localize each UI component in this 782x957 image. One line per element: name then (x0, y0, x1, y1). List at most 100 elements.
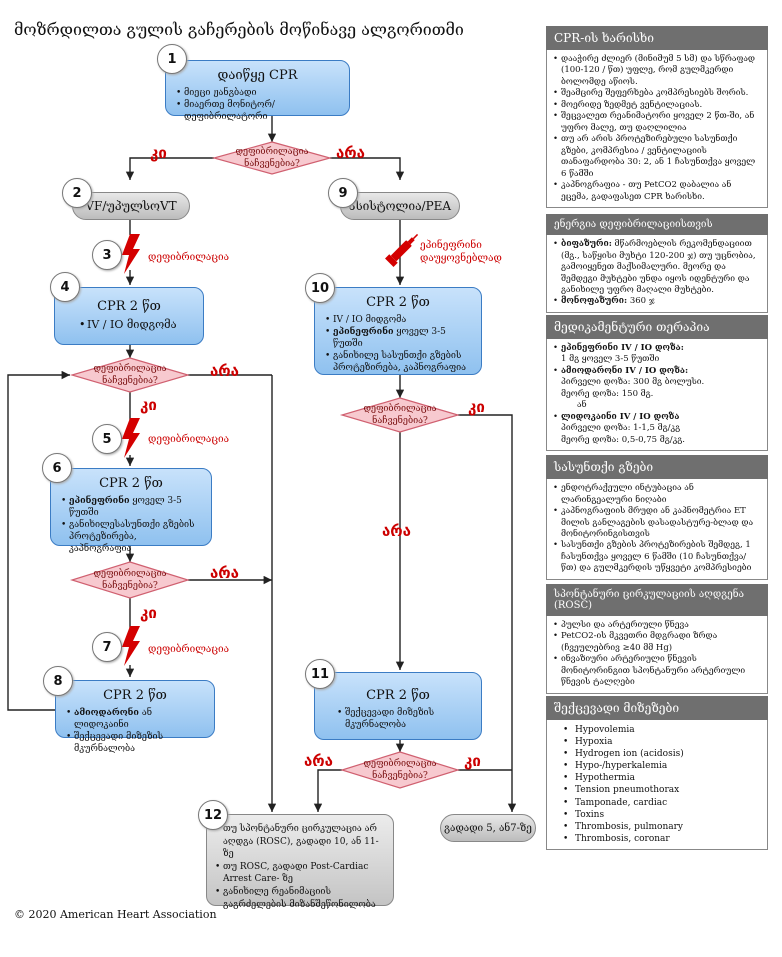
rosc-item: PetCO2-ის მკვეთრი მდგრადი ზრდა (ჩვეულებრ… (553, 631, 761, 654)
question-1: დეფიბრილაცია ნაჩვენებია? (235, 147, 309, 169)
energy-header: ენერგია დეფიბრილაციისთვის (546, 214, 768, 236)
q3-yes-label: კი (140, 604, 157, 622)
step-9-asystole: ასისტოლია/PEA (340, 192, 460, 220)
question-5: დეფიბრილაცია ნაჩვენებია? (363, 759, 437, 781)
airway-body: ენდოტრაქეული ინტუბაცია ან ლარინგეალური ნ… (546, 479, 768, 580)
step-number-1: 1 (157, 44, 187, 74)
q1-no-label: არა (336, 144, 365, 162)
arrow-q1-yes (125, 157, 214, 180)
cause-item: Toxins (553, 809, 761, 821)
step-1-box: დაიწყე CPR მიეცი ჟანგბადი მიაერთე მონიტო… (165, 60, 350, 122)
rosc-header: სპონტანური ცირკულაციის აღდგენა (ROSC) (546, 583, 768, 616)
step-11-box: CPR 2 წთ შექცევადი მიზეზის მკურნალობა (314, 672, 482, 740)
q2-no-label: არა (210, 362, 239, 380)
cause-item: Thrombosis, pulmonary (553, 821, 761, 833)
rosc-item: პულსი და არტერიული წნევა (553, 620, 761, 632)
page-title: მოზრდილთა გულის გაჩერების მოწინავე ალგორ… (14, 20, 464, 39)
cpr-quality-item: შეამცირე შეფერხება კომპრესიებს შორის. (553, 88, 761, 100)
step-12-item: განიხილე რეანიმაციის გაგრძელების მიზანშე… (215, 886, 385, 911)
step-number-4: 4 (50, 272, 80, 302)
step-number-12: 12 (198, 800, 228, 830)
step-number-9: 9 (328, 178, 358, 208)
drug-amio-text-2: მეორე დოზა: 150 მგ. (561, 388, 654, 399)
energy-monophasic-label: მონოფაზური: (561, 296, 628, 307)
diamond-q5 (339, 751, 461, 789)
cpr-quality-item: შეცვალეთ რეანიმატორი ყოველ 2 წთ-ში, ან უ… (553, 111, 761, 134)
step-8-item: შექცევადი მიზეზის მკურნალობა (66, 731, 204, 755)
copyright: © 2020 American Heart Association (14, 908, 217, 921)
step-1-item: მიაერთე მონიტორ/დეფიბრილატორი (176, 99, 339, 123)
rosc-body: პულსი და არტერიული წნევა PetCO2-ის მკვეთ… (546, 615, 768, 694)
drug-amio: ამიოდარონი IV / IO დოზა:პირველი დოზა: 30… (553, 366, 761, 412)
step-8-item-amio: ამიოდარონი ან ლიდოკაინი (66, 707, 204, 731)
energy-monophasic: მონოფაზური: 360 ჯ (553, 296, 761, 308)
airway-item: კაპნოგრაფიის მრუდი ან კაპნომეტრია ET მილ… (553, 506, 761, 540)
drug-epi-label: ეპინეფრინი IV / IO დოზა: (561, 342, 684, 353)
q5-yes-label: კი (464, 752, 481, 770)
step-1-title: დაიწყე CPR (217, 68, 298, 83)
step-number-10: 10 (305, 273, 335, 303)
cpr-quality-item: თუ არ არის პროტეზირებული სასუნთქი გზები,… (553, 134, 761, 180)
question-4: დეფიბრილაცია ნაჩვენებია? (363, 404, 437, 426)
cause-item: Hydrogen ion (acidosis) (553, 748, 761, 760)
arrow-q1-no (330, 157, 405, 180)
lightning-bolt-icon (122, 418, 140, 458)
causes-body: Hypovolemia Hypoxia Hydrogen ion (acidos… (546, 719, 768, 851)
step-10-item: განიხილე სასუნთქი გზების პროტეზირება, კა… (325, 350, 471, 374)
q4-no-label: არა (382, 522, 411, 540)
step-12-box: თუ სპონტანური ცირკულაცია არ აღდგა (ROSC)… (206, 814, 394, 910)
diamond-q3 (69, 561, 191, 599)
drug-header: მედიკამენტური თერაპია (546, 314, 768, 339)
step-number-2: 2 (62, 178, 92, 208)
drug-amio-text-1: პირველი დოზა: 300 მგ ბოლუსი. (561, 377, 705, 388)
q3-no-label: არა (210, 564, 239, 582)
causes-header: შექცევადი მიზეზები (546, 695, 768, 720)
step-number-8: 8 (43, 666, 73, 696)
step-12-item: თუ ROSC, გადადი Post-Cardiac Arrest Care… (215, 861, 385, 886)
step-7-label: დეფიბრილაცია (148, 644, 230, 655)
cause-item: Hypovolemia (553, 724, 761, 736)
airway-header: სასუნთქი გზები (546, 455, 768, 480)
question-2: დეფიბრილაცია ნაჩვენებია? (93, 364, 167, 386)
diamond-q1 (211, 141, 333, 175)
step-10-item-epi: ეპინეფრინი ყოველ 3-5 წუთში (325, 326, 471, 350)
step-3-label: დეფიბრილაცია (148, 252, 230, 263)
step-10-title: CPR 2 წთ (366, 295, 430, 310)
syringe-icon (385, 233, 419, 267)
lightning-bolt-icon (122, 234, 140, 274)
step-4-box: CPR 2 წთ IV / IO მიდგომა (54, 287, 204, 345)
step-8-title: CPR 2 წთ (103, 688, 167, 703)
step-4-item: IV / IO მიდგომა (79, 318, 193, 333)
step-4-title: CPR 2 წთ (97, 299, 161, 314)
cpr-quality-item: დააჭირე ძლიერ (მინიმუმ 5 სმ) და სწრაფად … (553, 54, 761, 88)
cause-item: Hypo-/hyperkalemia (553, 760, 761, 772)
drug-or: ან (577, 400, 587, 411)
step-6-box: CPR 2 წთ ეპინეფრინი ყოველ 3-5 წუთში განი… (50, 468, 212, 554)
arrow-loop-8-q2 (7, 370, 70, 711)
step-1-item: მიეცი ჟანგბადი (176, 87, 339, 99)
epinephrine-immediately-label: ეპინეფრინი დაუყოვნებლად (420, 240, 502, 264)
cpr-quality-body: დააჭირე ძლიერ (მინიმუმ 5 სმ) და სწრაფად … (546, 50, 768, 209)
energy-body: ბიფაზური: მწარმოებლის რეკომენდაციით (მგ.… (546, 235, 768, 313)
energy-biphasic-label: ბიფაზური: (561, 239, 612, 250)
step-10-epi-freq: ყოველ 3-5 წუთში (333, 326, 446, 349)
airway-item: სასუნთქი გზების პროტეზირების შემდეგ, 1 ჩ… (553, 540, 761, 574)
cause-item: Thrombosis, coronar (553, 833, 761, 845)
step-number-6: 6 (42, 453, 72, 483)
step-10-box: CPR 2 წთ IV / IO მიდგომა ეპინეფრინი ყოვე… (314, 287, 482, 375)
step-2-vf: VF/უპულსოVT (72, 192, 190, 220)
step-6-item-epi: ეპინეფრინი ყოველ 3-5 წუთში (61, 495, 201, 519)
step-number-5: 5 (92, 424, 122, 454)
sidebar: CPR-ის ხარისხი დააჭირე ძლიერ (მინიმუმ 5 … (546, 26, 768, 851)
step-6-item: განიხილესასუნთქი გზების პროტეზირება, კაპ… (61, 519, 201, 555)
energy-monophasic-text: 360 ჯ (629, 296, 655, 307)
q1-yes-label: კი (150, 144, 167, 162)
drug-lido-text-1: პირველი დოზა: 1-1,5 მგ/კგ (561, 423, 681, 434)
drug-epi-text: 1 მგ ყოველ 3-5 წუთში (561, 354, 660, 365)
drug-amio-label: ამიოდარონი IV / IO დოზა: (561, 365, 689, 376)
energy-biphasic-text: მწარმოებლის რეკომენდაციით (მგ., საწყისი … (561, 239, 756, 295)
step-8-amio: ამიოდარონი (74, 707, 139, 718)
step-6-epi: ეპინეფრინი (69, 495, 130, 506)
